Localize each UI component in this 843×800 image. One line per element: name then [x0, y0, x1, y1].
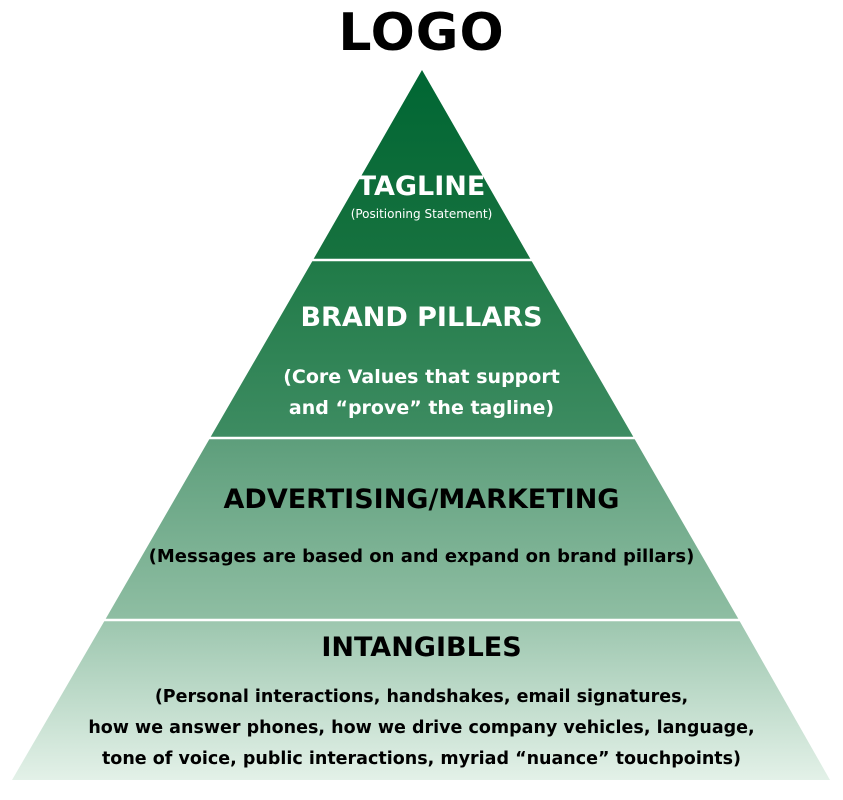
subtitle-line: (Personal interactions, handshakes, emai…	[154, 687, 689, 707]
tier-title-advertising: ADVERTISING/MARKETING	[223, 484, 620, 515]
tier-title-intangibles: INTANGIBLES	[321, 632, 522, 663]
subtitle-line: how we answer phones, how we drive compa…	[88, 718, 755, 738]
tier-title-tagline: TAGLINE	[357, 171, 486, 202]
tier-title-brand-pillars: BRAND PILLARS	[300, 302, 543, 333]
logo-text: LOGO	[338, 3, 505, 63]
pyramid-tier-intangibles	[12, 620, 830, 780]
pyramid-tier-brand-pillars	[210, 260, 634, 438]
tier-subtitle-tagline: (Positioning Statement)	[350, 207, 493, 221]
subtitle-line: and “prove” the tagline)	[288, 397, 555, 419]
tier-subtitle-intangibles: (Personal interactions, handshakes, emai…	[0, 682, 843, 775]
pyramid-tier-advertising	[105, 438, 739, 620]
tier-subtitle-advertising: (Messages are based on and expand on bra…	[148, 546, 695, 567]
subtitle-line: tone of voice, public interactions, myri…	[101, 749, 742, 769]
pyramid-tier-tagline	[313, 70, 531, 260]
subtitle-line: (Core Values that support	[283, 366, 560, 388]
tier-subtitle-brand-pillars: (Core Values that support and “prove” th…	[0, 362, 843, 424]
